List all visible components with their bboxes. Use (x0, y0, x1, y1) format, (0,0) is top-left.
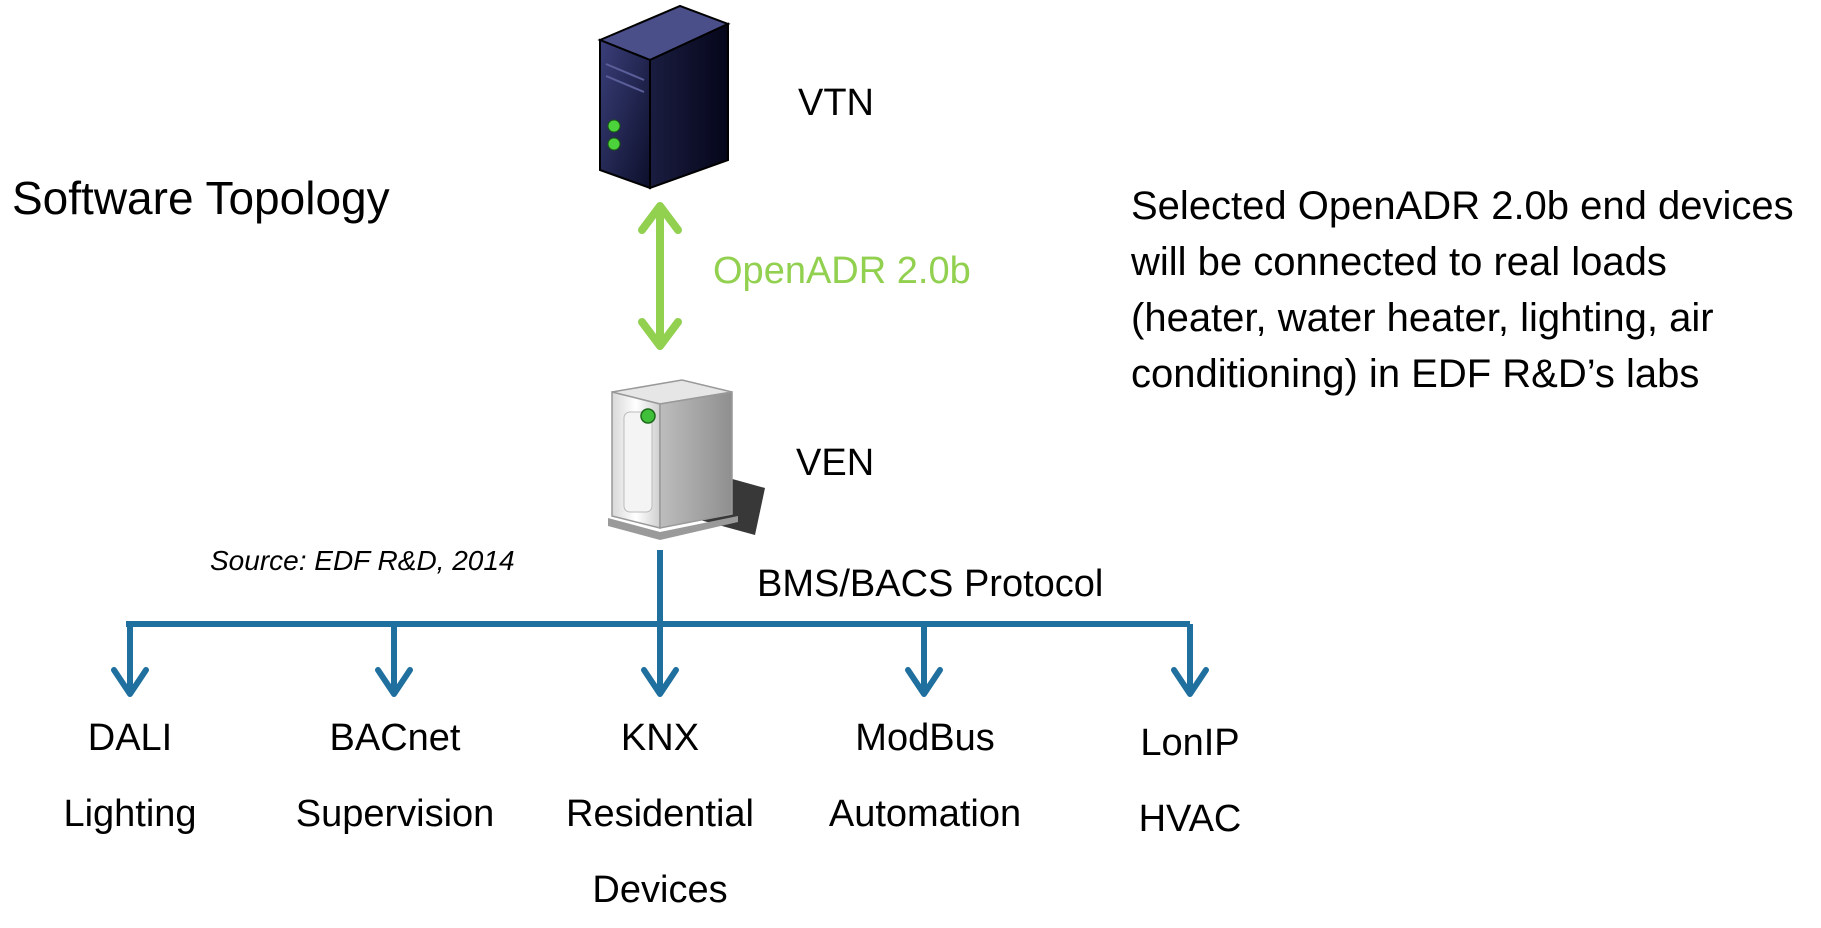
device-modbus: ModBus Automation (810, 700, 1040, 852)
desktop-tower-icon (608, 379, 765, 540)
ven-label: VEN (796, 442, 875, 484)
openadr-protocol-label: OpenADR 2.0b (713, 250, 971, 292)
device-dali: DALI Lighting (50, 700, 210, 852)
device-lonip: LonIP HVAC (1110, 705, 1270, 857)
device-description: Residential Devices (566, 793, 754, 911)
device-description: Automation (828, 793, 1022, 835)
bms-protocol-label: BMS/BACS Protocol (757, 563, 1104, 605)
device-description: Supervision (295, 793, 495, 835)
device-name: LonIP (1140, 722, 1240, 764)
branch-arrow-knx (641, 667, 679, 697)
topology-diagram (111, 4, 1209, 697)
description-note: Selected OpenADR 2.0b end devices will b… (1131, 184, 1794, 396)
device-bacnet: BACnet Supervision (280, 700, 510, 852)
device-knx: KNX Residential Devices (555, 700, 765, 928)
branch-arrow-dali (111, 624, 149, 697)
branch-arrow-bacnet (375, 624, 413, 697)
branch-arrow-modbus (905, 624, 943, 697)
device-description: Lighting (63, 793, 197, 835)
page-title: Software Topology (12, 172, 390, 224)
openadr-link-arrow (638, 202, 682, 350)
server-tower-icon (597, 4, 731, 190)
bms-bus (126, 550, 1190, 690)
branch-arrow-lonip (1171, 624, 1209, 697)
device-name: DALI (87, 717, 173, 759)
vtn-label: VTN (798, 82, 874, 124)
device-name: KNX (620, 717, 700, 759)
device-description: HVAC (1138, 798, 1242, 840)
device-name: BACnet (329, 717, 461, 759)
bus-branches (111, 624, 1209, 697)
device-name: ModBus (855, 717, 995, 759)
source-citation: Source: EDF R&D, 2014 (210, 545, 515, 576)
